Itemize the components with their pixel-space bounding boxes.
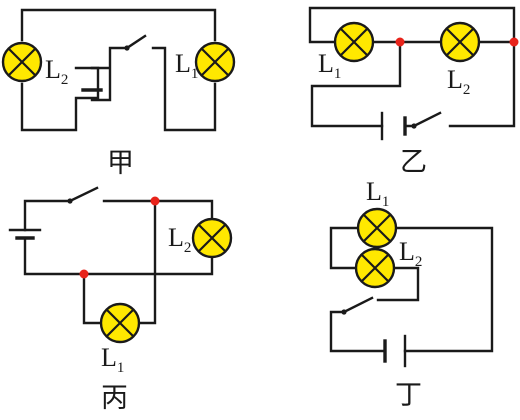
ding-caption: 丁 (395, 380, 422, 411)
yi-junction-dot (395, 37, 405, 47)
circuit-yi: L1 L2 乙 (308, 6, 519, 178)
bing-wires (23, 199, 214, 325)
yi-lamp-l2 (439, 21, 481, 63)
bing-caption: 丙 (101, 383, 128, 414)
jia-l1-label: L1 (175, 49, 198, 82)
ding-l2-label: L2 (399, 237, 422, 270)
ding-switch-icon (341, 296, 374, 315)
jia-switch-icon (124, 34, 147, 51)
bing-battery-icon (8, 228, 42, 240)
bing-junction-dot (150, 196, 160, 206)
jia-l2-label: L2 (45, 55, 68, 88)
bing-junction-dot (79, 269, 89, 279)
jia-caption: 甲 (107, 148, 134, 179)
jia-wires (20, 8, 217, 132)
bing-lamp-l2 (191, 217, 233, 259)
yi-junction-dot (509, 37, 519, 47)
ding-lamp-l1 (356, 207, 398, 249)
circuit-jia: L2 L1 甲 (1, 8, 236, 179)
yi-wires (308, 6, 516, 128)
ding-l1-label: L1 (366, 177, 389, 210)
jia-battery-icon (74, 66, 110, 92)
circuit-bing: L2 L1 丙 (8, 186, 233, 414)
jia-lamp-l1 (194, 41, 236, 83)
yi-caption: 乙 (400, 147, 427, 178)
bing-switch-icon (67, 186, 99, 204)
bing-l2-label: L2 (168, 223, 191, 256)
bing-l1-label: L1 (101, 343, 124, 376)
yi-switch-icon (411, 111, 442, 129)
bing-lamp-l1 (99, 302, 141, 344)
yi-l2-label: L2 (447, 65, 470, 98)
ding-wires (329, 226, 494, 353)
jia-lamp-l2 (1, 41, 43, 83)
yi-battery-icon (380, 111, 407, 141)
ding-lamp-l2 (354, 247, 396, 289)
yi-lamp-l1 (333, 21, 375, 63)
ding-battery-icon (383, 334, 407, 368)
yi-l1-label: L1 (318, 49, 341, 82)
circuit-ding: L1 L2 丁 (329, 177, 494, 411)
